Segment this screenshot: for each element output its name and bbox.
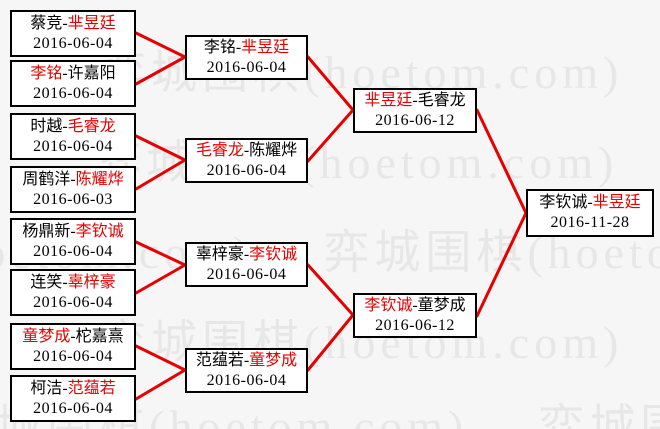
- player-name: 柁嘉熹: [75, 327, 124, 345]
- match-box-final: 李钦诚-芈昱廷 2016-11-28: [526, 189, 654, 237]
- match-box-r1-7: 童梦成-柁嘉熹 2016-06-04: [10, 323, 136, 370]
- player-name: 芈昱廷: [67, 14, 116, 32]
- match-date: 2016-11-28: [550, 214, 630, 231]
- match-players: 李铭-芈昱廷: [187, 38, 306, 58]
- match-players: 杨鼎新-李钦诚: [12, 222, 134, 242]
- separator: -: [587, 194, 593, 211]
- match-box-r1-1: 蔡竞-芈昱廷 2016-06-04: [10, 10, 136, 57]
- player-name: 辜梓豪: [67, 273, 116, 291]
- player-name: 芈昱廷: [241, 38, 290, 56]
- separator: -: [412, 91, 418, 109]
- player-name: 童梦成: [22, 327, 71, 345]
- separator: -: [412, 296, 418, 314]
- player-name: 毛睿龙: [417, 91, 466, 109]
- match-players: 李钦诚-芈昱廷: [528, 193, 652, 213]
- player-name: 李钦诚: [249, 245, 298, 263]
- separator: -: [62, 273, 68, 291]
- player-name: 童梦成: [249, 351, 298, 369]
- match-date: 2016-06-04: [33, 347, 113, 365]
- match-players: 童梦成-柁嘉熹: [12, 327, 134, 347]
- match-box-sf-1: 芈昱廷-毛睿龙 2016-06-12: [353, 88, 477, 133]
- player-name: 李铭: [203, 38, 236, 56]
- player-name: 李铭: [30, 64, 63, 82]
- match-players: 柯洁-范蕴若: [12, 379, 134, 399]
- match-date: 2016-06-04: [206, 161, 287, 179]
- separator: -: [70, 222, 76, 240]
- player-name: 李钦诚: [75, 222, 124, 240]
- match-box-r2-3: 辜梓豪-李钦诚 2016-06-04: [185, 242, 308, 287]
- match-players: 周鹤洋-陈耀烨: [12, 170, 134, 190]
- match-date: 2016-06-04: [206, 371, 287, 389]
- match-players: 范蕴若-童梦成: [187, 351, 306, 371]
- match-date: 2016-06-04: [33, 137, 113, 155]
- player-name: 陈耀烨: [75, 170, 124, 188]
- match-box-r1-6: 连笑-辜梓豪 2016-06-04: [10, 269, 136, 316]
- player-name: 柯洁: [30, 379, 63, 397]
- match-date: 2016-06-04: [33, 34, 113, 52]
- player-name: 范蕴若: [67, 379, 116, 397]
- match-date: 2016-06-04: [33, 293, 113, 311]
- player-name: 毛睿龙: [195, 141, 244, 159]
- player-name: 时越: [30, 117, 63, 135]
- match-box-r1-3: 时越-毛睿龙 2016-06-04: [10, 113, 136, 160]
- match-date: 2016-06-03: [33, 190, 113, 208]
- separator: -: [243, 245, 250, 263]
- match-players: 芈昱廷-毛睿龙: [355, 91, 475, 111]
- match-box-r1-2: 李铭-许嘉阳 2016-06-04: [10, 60, 136, 107]
- player-name: 周鹤洋: [22, 170, 71, 188]
- match-date: 2016-06-12: [375, 316, 455, 334]
- player-name: 李钦诚: [364, 296, 413, 314]
- separator: -: [70, 327, 76, 345]
- match-box-r2-1: 李铭-芈昱廷 2016-06-04: [185, 35, 308, 80]
- player-name: 辜梓豪: [195, 245, 244, 263]
- separator: -: [62, 64, 68, 82]
- match-date: 2016-06-12: [375, 111, 455, 129]
- separator: -: [243, 351, 250, 369]
- match-box-r1-8: 柯洁-范蕴若 2016-06-04: [10, 375, 136, 422]
- match-date: 2016-06-04: [33, 242, 113, 260]
- player-name: 蔡竞: [30, 14, 63, 32]
- separator: -: [243, 141, 250, 159]
- player-name: 许嘉阳: [67, 64, 116, 82]
- match-box-r1-4: 周鹤洋-陈耀烨 2016-06-03: [10, 166, 136, 213]
- match-players: 连笑-辜梓豪: [12, 273, 134, 293]
- match-date: 2016-06-04: [206, 265, 287, 283]
- match-box-r2-4: 范蕴若-童梦成 2016-06-04: [185, 348, 308, 393]
- player-name: 杨鼎新: [22, 222, 71, 240]
- match-box-r2-2: 毛睿龙-陈耀烨 2016-06-04: [185, 138, 308, 183]
- match-players: 毛睿龙-陈耀烨: [187, 141, 306, 161]
- match-players: 蔡竞-芈昱廷: [12, 14, 134, 34]
- separator: -: [62, 379, 68, 397]
- player-name: 李钦诚: [539, 194, 588, 211]
- separator: -: [235, 38, 242, 56]
- separator: -: [62, 117, 68, 135]
- player-name: 毛睿龙: [67, 117, 116, 135]
- separator: -: [70, 170, 76, 188]
- match-date: 2016-06-04: [33, 399, 113, 417]
- player-name: 范蕴若: [195, 351, 244, 369]
- player-name: 童梦成: [417, 296, 466, 314]
- player-name: 芈昱廷: [592, 194, 641, 211]
- player-name: 连笑: [30, 273, 63, 291]
- match-box-r1-5: 杨鼎新-李钦诚 2016-06-04: [10, 218, 136, 265]
- match-players: 时越-毛睿龙: [12, 117, 134, 137]
- match-date: 2016-06-04: [206, 58, 287, 76]
- match-players: 李钦诚-童梦成: [355, 296, 475, 316]
- match-box-sf-2: 李钦诚-童梦成 2016-06-12: [353, 293, 477, 338]
- player-name: 陈耀烨: [249, 141, 298, 159]
- match-players: 李铭-许嘉阳: [12, 64, 134, 84]
- match-players: 辜梓豪-李钦诚: [187, 245, 306, 265]
- player-name: 芈昱廷: [364, 91, 413, 109]
- separator: -: [62, 14, 68, 32]
- match-date: 2016-06-04: [33, 84, 113, 102]
